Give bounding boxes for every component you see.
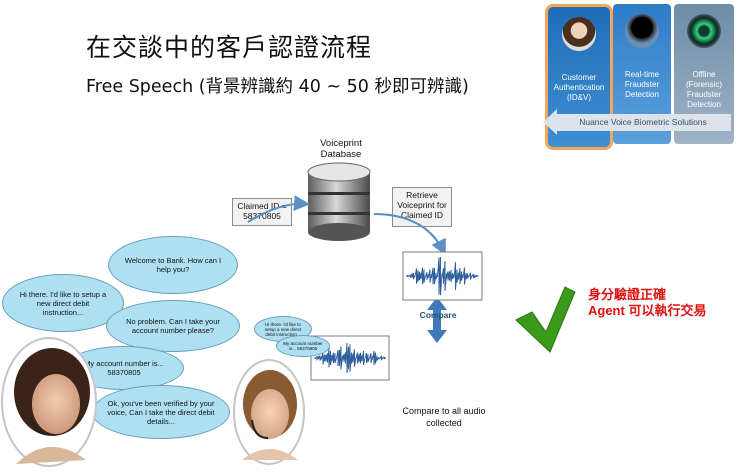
waveform-large (405, 256, 479, 296)
panel1-label: Customer Authentication (ID&V) (553, 73, 605, 102)
compare-label: Compare (419, 310, 457, 320)
headset-icon (29, 415, 51, 436)
page-subtitle: Free Speech (背景辨識約 40 ~ 50 秒即可辨識) (86, 77, 469, 97)
silhouette-icon (625, 14, 659, 48)
waveform-small (313, 342, 387, 374)
agent-headset-icon (251, 419, 269, 439)
bubble-verified-text: Ok, you've been verified by your voice, … (107, 398, 215, 426)
voiceprint-db-label: Voiceprint Database (320, 138, 362, 160)
result-line1: 身分驗證正確 (588, 287, 667, 302)
customer-portrait (1, 337, 97, 467)
soundwave-orb-icon (687, 14, 721, 48)
from-db-arrow (373, 213, 446, 256)
banner-footer: Nuance Voice Biometric Solutions (555, 114, 731, 131)
claimed-id-box: Claimed ID = 58370805 (232, 198, 292, 226)
bubble-hi-there: Hi there. I'd like to setup a new direct… (2, 274, 124, 332)
bubble-hi-text: Hi there. I'd like to setup a new direct… (19, 289, 107, 317)
panel2-label: Real-time Fraudster Detection (624, 70, 660, 99)
agent-portrait (233, 359, 305, 465)
retrieve-text: Retrieve Voiceprint for Claimed ID (397, 190, 447, 220)
compare-arrow-icon (427, 297, 447, 343)
compare-all-label: Compare to all audio collected (402, 406, 486, 428)
mini-bubble-2-text: My account number is... 58370805 (283, 341, 323, 351)
mini-bubble-2: My account number is... 58370805 (276, 335, 330, 357)
left-arrow-icon (543, 109, 557, 135)
page-title: 在交談中的客戶認證流程 (86, 33, 373, 62)
retrieve-box: Retrieve Voiceprint for Claimed ID (392, 187, 452, 227)
result-line2: Agent 可以執行交易 (588, 303, 707, 318)
woman-avatar-icon (562, 17, 596, 51)
bubble-no-problem-text: No problem. Can I take your account numb… (126, 317, 220, 335)
bubble-verified: Ok, you've been verified by your voice, … (92, 385, 230, 439)
claimed-id-text: Claimed ID = 58370805 (237, 201, 287, 221)
bubble-welcome: Welcome to Bank. How can I help you? (108, 236, 238, 294)
nuance-banner: Customer Authentication (ID&V) Real-time… (541, 2, 737, 150)
bubble-welcome-text: Welcome to Bank. How can I help you? (124, 256, 222, 274)
bubble-account-text: My account number is... 58370805 (84, 359, 164, 377)
panel3-label: Offline (Forensic) Fraudster Detection (685, 70, 722, 109)
to-db-arrow (247, 195, 310, 223)
bubble-no-problem: No problem. Can I take your account numb… (106, 300, 240, 352)
verification-result: 身分驗證正確 Agent 可以執行交易 (588, 287, 706, 319)
check-icon (515, 286, 576, 353)
database-icon (307, 162, 371, 241)
mini-bubble-1-text: Hi there. I'd like to setup a new direct… (264, 321, 302, 337)
